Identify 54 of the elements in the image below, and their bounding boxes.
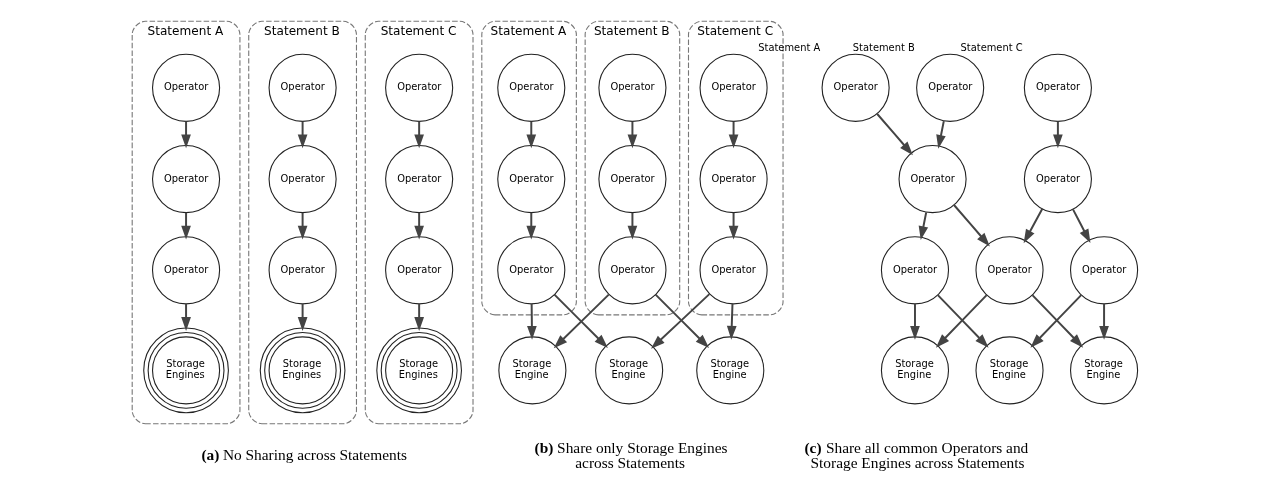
arrow: [936, 120, 946, 149]
node-circle: Operator: [268, 236, 337, 305]
arrow: [627, 211, 638, 240]
node-circle: Operator: [385, 236, 454, 305]
node-circle: Storage Engines: [143, 327, 229, 414]
arrow: [297, 211, 308, 240]
node-circle: Operator: [152, 145, 221, 214]
node-circle: Operator: [385, 145, 454, 214]
arrow: [728, 211, 739, 240]
node-circle: Operator: [268, 145, 337, 214]
arrow: [876, 112, 913, 156]
node-circle: Operator: [699, 236, 768, 305]
node-circle: Operator: [497, 145, 566, 214]
arrow: [297, 303, 308, 331]
arrow: [1099, 303, 1109, 340]
arrow: [527, 303, 537, 340]
arrow: [526, 211, 537, 240]
node-circle: Operator: [898, 145, 967, 214]
node-label: Statement C: [960, 42, 1023, 54]
node-circle: Storage Engines: [376, 327, 463, 414]
node-circle: Operator: [699, 145, 768, 214]
node-circle: Operator: [598, 236, 667, 305]
node-circle: Operator: [598, 53, 667, 122]
arrow: [181, 303, 191, 331]
node-circle: Operator: [916, 53, 985, 122]
node-circle: Operator: [880, 236, 950, 305]
arrow: [414, 303, 424, 331]
node-label: Statement B: [852, 42, 915, 54]
node-circle: Operator: [268, 53, 337, 122]
label: (b) Share only Storage Engines across Statements: [534, 438, 728, 471]
node-circle: Operator: [1023, 53, 1092, 122]
arrow: [1072, 208, 1091, 243]
node-circle: Operator: [1023, 145, 1092, 214]
node-circle: Operator: [497, 236, 566, 305]
arrow: [918, 211, 929, 241]
label: (c) Share all common Operators and Storage Engines across Statements: [804, 438, 1029, 471]
node-circle: Operator: [821, 53, 890, 122]
arrow: [1023, 207, 1044, 244]
label: (a) No Sharing across Statements: [201, 445, 407, 463]
arrow: [910, 303, 920, 340]
node-circle: Operator: [152, 236, 221, 305]
node-circle: Storage Engines: [259, 327, 346, 414]
node-circle: Operator: [497, 53, 566, 122]
arrow: [953, 204, 990, 247]
node-circle: Operator: [699, 53, 768, 122]
node-circle: Operator: [152, 53, 221, 122]
node-circle: Operator: [385, 53, 454, 122]
arrow: [414, 211, 424, 240]
node-circle: Operator: [1070, 236, 1139, 305]
arrow: [726, 303, 737, 340]
node-label: Statement A: [758, 42, 821, 54]
node-circle: Operator: [975, 236, 1044, 305]
arrow: [181, 211, 191, 240]
node-circle: Operator: [598, 145, 667, 214]
